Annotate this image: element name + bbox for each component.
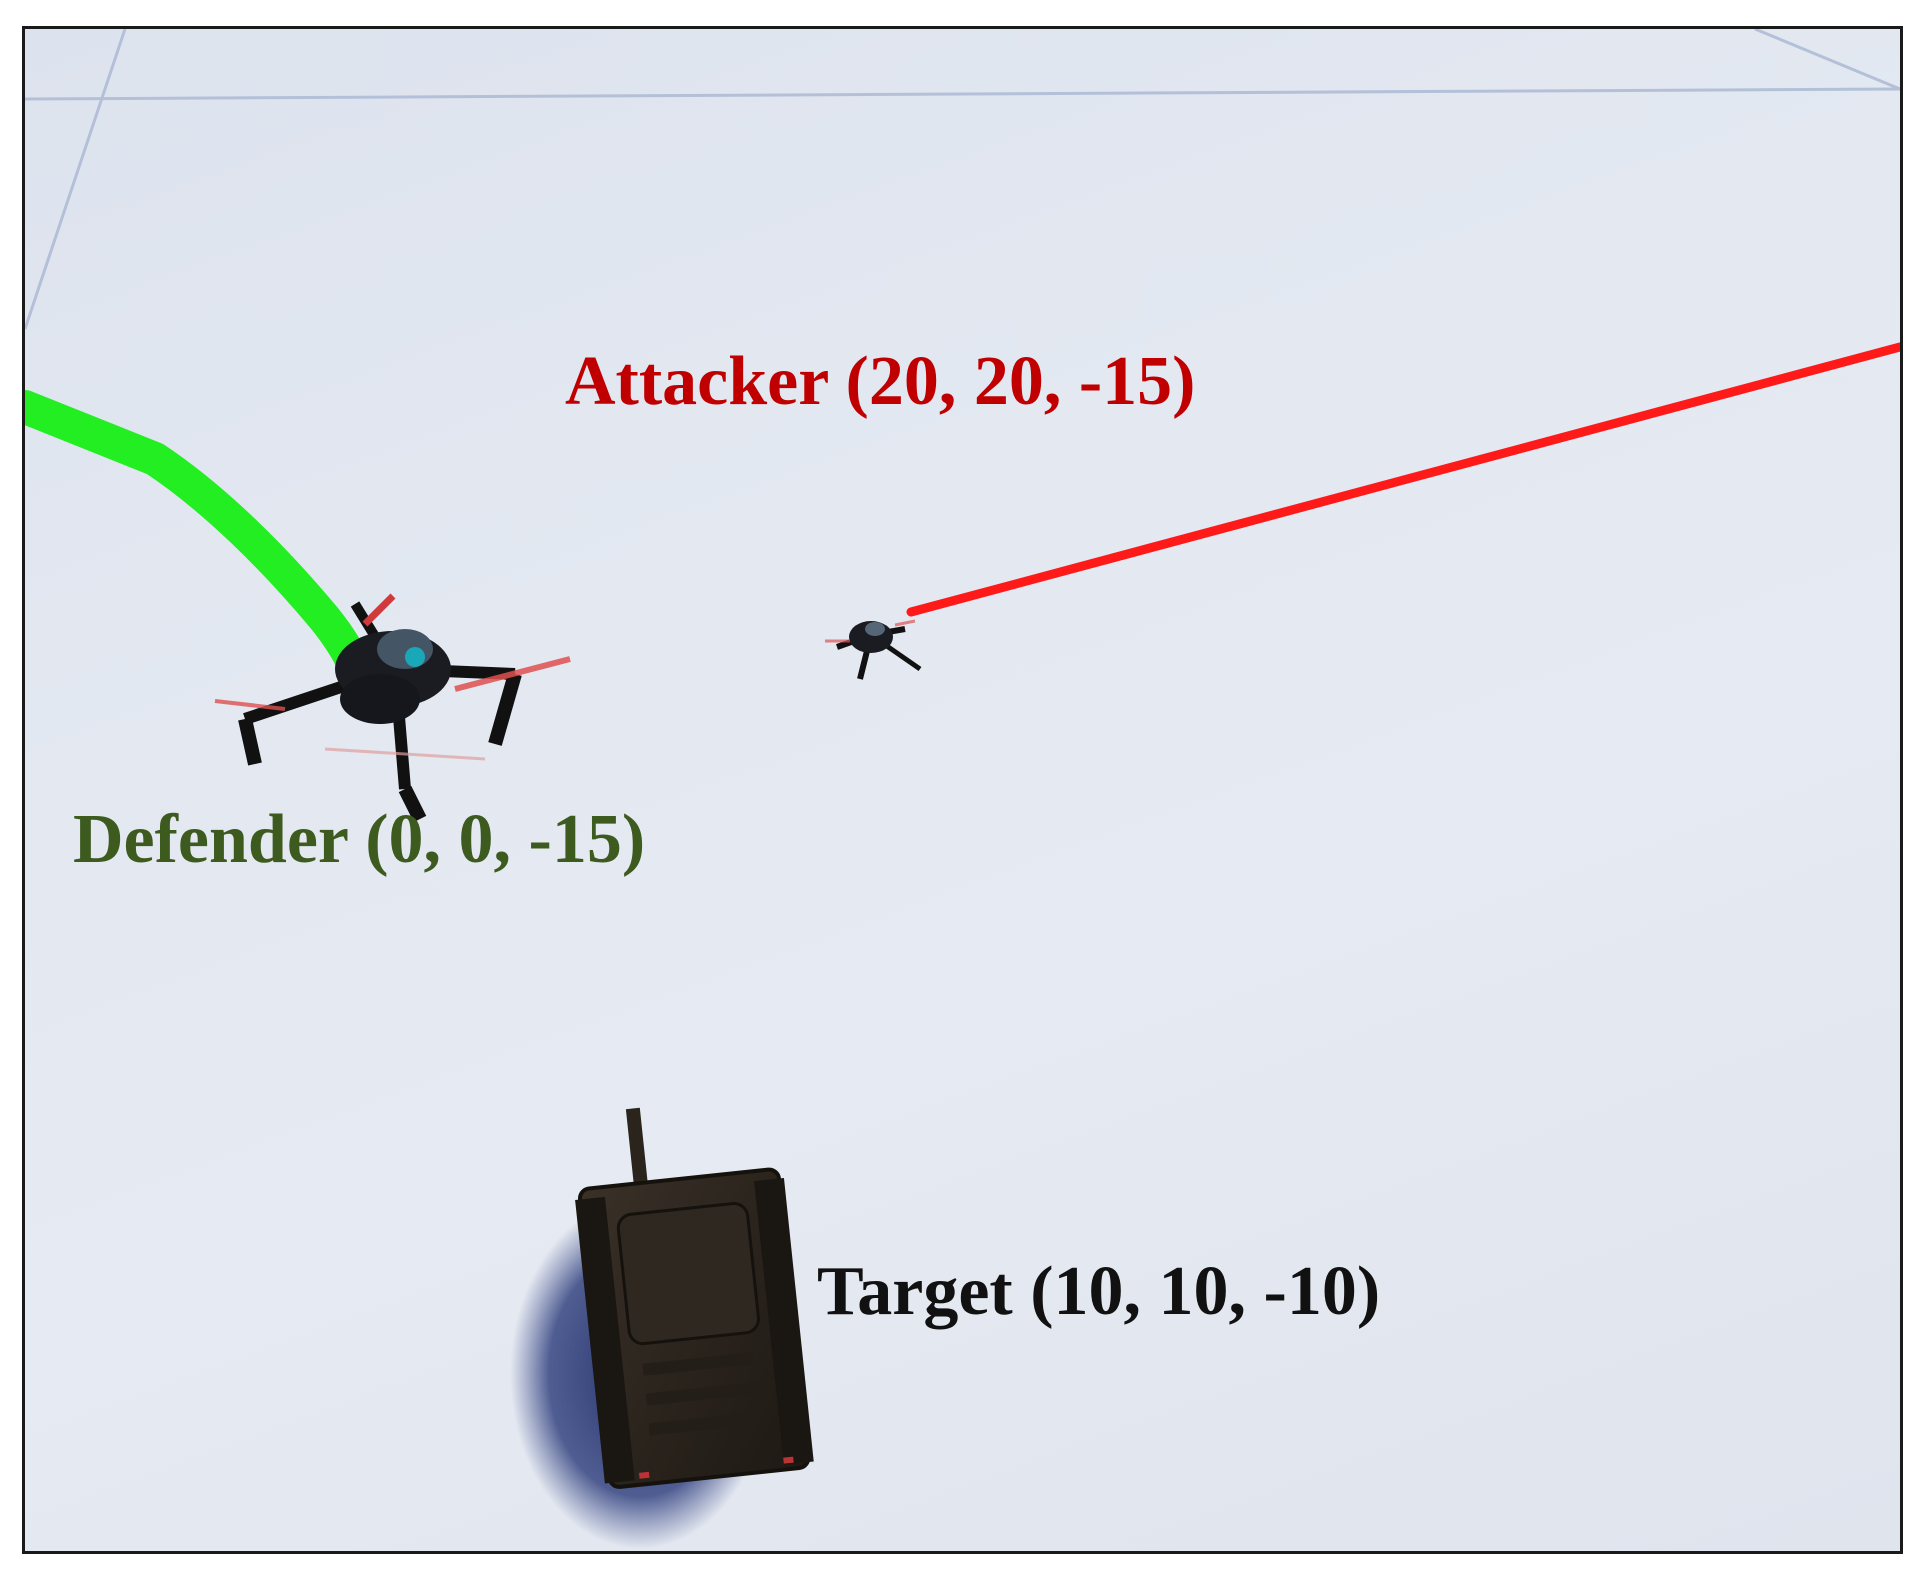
- attacker-trail: [906, 342, 1900, 617]
- grid-line-right: [1754, 29, 1900, 91]
- simulation-viewport: Attacker (20, 20, -15) Defender (0, 0, -…: [22, 26, 1903, 1554]
- attacker-drone-icon: [825, 619, 922, 680]
- defender-label: Defender (0, 0, -15): [73, 801, 646, 878]
- simulation-scene: [25, 29, 1900, 1549]
- tank-icon: [575, 1107, 814, 1489]
- attacker-label: Attacker (20, 20, -15): [565, 343, 1196, 420]
- grid-line-top: [25, 87, 1900, 101]
- defender-trail: [25, 390, 377, 696]
- defender-drone-icon: [214, 593, 571, 823]
- grid-line-left: [25, 29, 127, 330]
- target-label: Target (10, 10, -10): [817, 1253, 1381, 1330]
